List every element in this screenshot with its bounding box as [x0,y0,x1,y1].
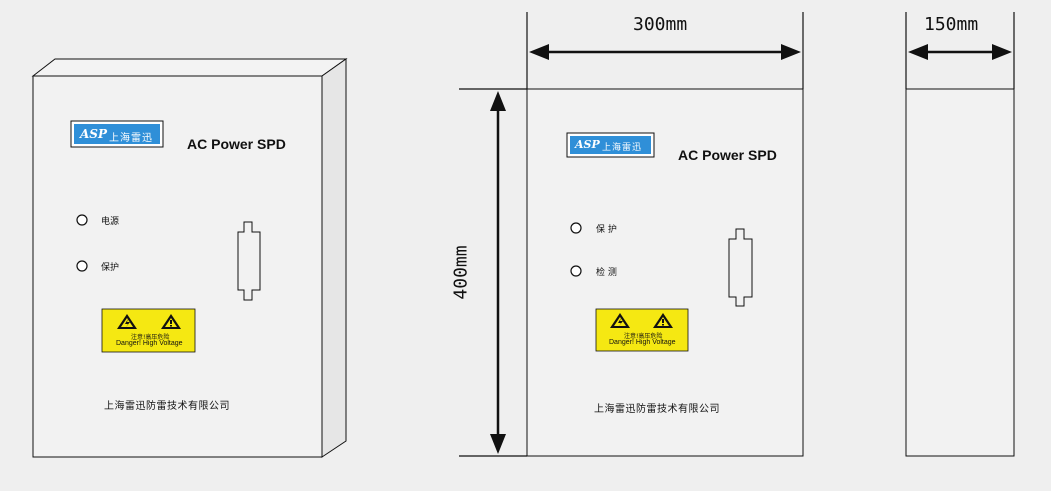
front-indicator-label-protect: 保 护 [596,225,617,235]
indicator-light-power [76,214,88,226]
company-name: 上海雷迅防雷技术有限公司 [104,401,230,412]
front-product-name: AC Power SPD [678,147,777,163]
warning-triangle-icon [161,314,181,329]
warning-label [101,308,196,353]
front-indicator-light-detect [570,265,582,277]
depth-arrow-left [908,44,928,60]
side-view-enclosure [905,88,1015,457]
front-warning-text-en: Danger! High Voltage [609,339,676,346]
side-view-panel [905,88,1015,457]
front-warning-label [595,308,689,352]
front-indicator-light-protect [570,222,582,234]
width-dimension [526,12,804,89]
perspective-enclosure [31,58,348,458]
height-arrow-bottom [490,434,506,454]
warning-text-en: Danger! High Voltage [116,340,183,347]
height-arrow-top [490,91,506,111]
front-hazard-icon [610,313,630,328]
front-warning-text-cn: 注意!高压危险 [624,333,663,340]
width-dimension-label: 300mm [633,14,688,35]
logo-plate [74,124,160,144]
door-handle [237,221,261,301]
indicator-light-protect [76,260,88,272]
front-indicator-label-detect: 检 测 [596,268,617,278]
front-logo-plate [570,136,651,154]
height-dimension-label: 400mm [450,245,472,300]
logo-text: 上海雷迅 [109,133,153,144]
front-view-enclosure [526,88,804,457]
width-arrow-left [529,44,549,60]
indicator-label-power: 电源 [101,217,120,227]
depth-dimension [905,12,1015,89]
enclosure-top-face [31,58,348,77]
width-arrow-right [781,44,801,60]
depth-arrow-right [992,44,1012,60]
depth-dimension-label: 150mm [924,14,979,35]
height-dimension [459,88,527,457]
warning-text-cn: 注意!高压危险 [131,334,170,341]
enclosure-side-face [321,58,347,458]
front-door-handle [728,228,753,307]
logo-mark: ASP [80,127,107,141]
front-logo-text: 上海雷迅 [602,143,643,153]
front-company-name: 上海雷迅防雷技术有限公司 [594,404,720,415]
front-logo-mark: ASP [575,138,600,151]
product-name: AC Power SPD [187,136,286,152]
hazard-icon [117,314,137,329]
indicator-label-protect: 保护 [101,263,120,273]
front-warning-triangle-icon [653,313,673,328]
